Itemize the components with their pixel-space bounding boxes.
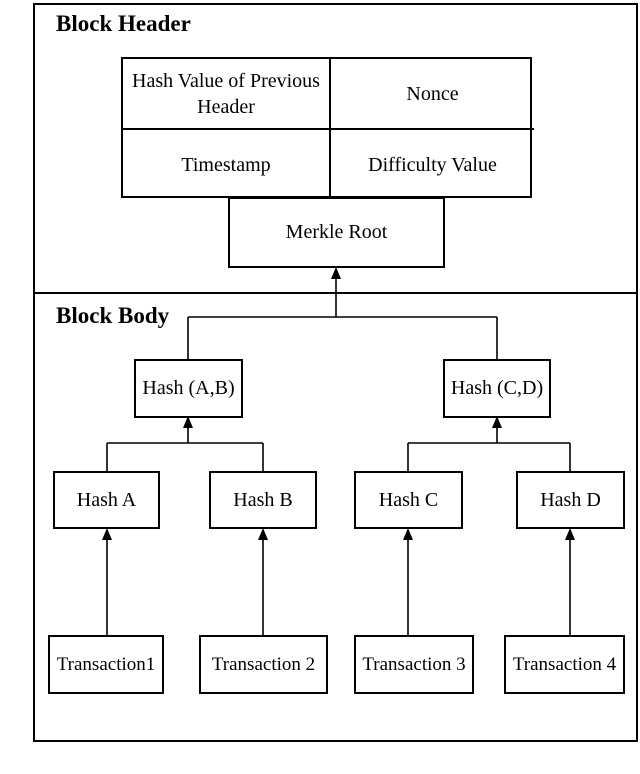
block-header-table: Hash Value of Previous Header Nonce Time… <box>121 57 534 200</box>
block-outline <box>33 3 638 742</box>
hash-d-box: Hash D <box>516 471 625 529</box>
hash-cd-box: Hash (C,D) <box>443 359 551 418</box>
hash-a-box: Hash A <box>53 471 160 529</box>
transaction-2-box: Transaction 2 <box>199 635 328 694</box>
cell-difficulty-value: Difficulty Value <box>368 154 497 176</box>
block-header-title: Block Header <box>56 11 191 36</box>
transaction-3-box: Transaction 3 <box>354 635 474 694</box>
header-body-divider <box>33 292 638 294</box>
transaction-4-box: Transaction 4 <box>504 635 625 694</box>
hash-b-box: Hash B <box>209 471 317 529</box>
cell-nonce: Nonce <box>331 59 534 130</box>
block-body-title: Block Body <box>56 303 170 328</box>
cell-prev-hash: Hash Value of Previous Header <box>123 59 331 130</box>
merkle-root-box: Merkle Root <box>228 197 445 268</box>
cell-timestamp: Timestamp <box>123 130 331 200</box>
transaction-1-box: Transaction1 <box>48 635 164 694</box>
hash-c-box: Hash C <box>354 471 463 529</box>
hash-ab-box: Hash (A,B) <box>134 359 243 418</box>
